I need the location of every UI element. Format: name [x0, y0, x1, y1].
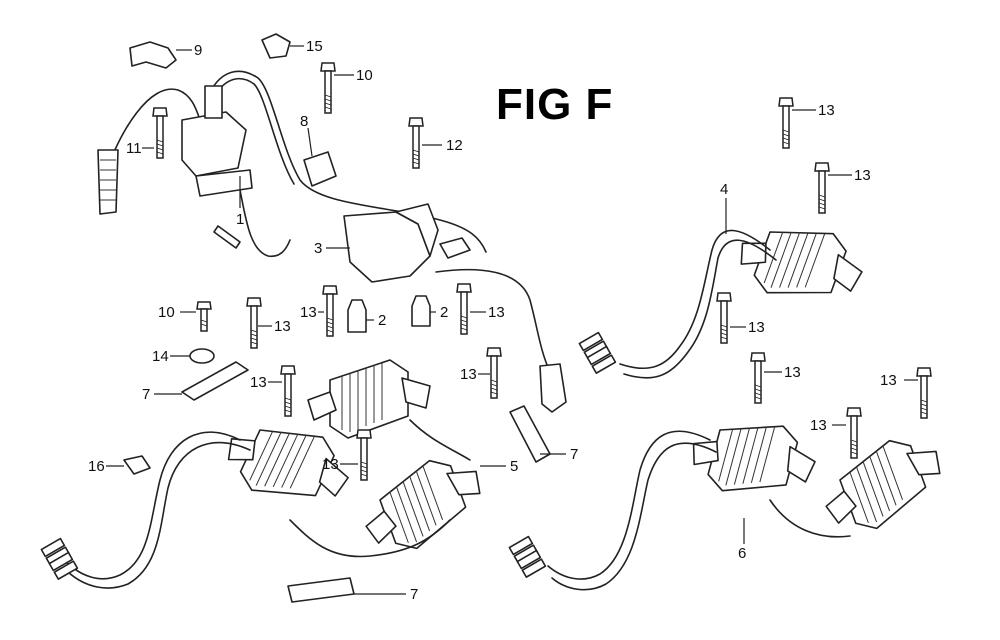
callout-9: 9	[194, 42, 202, 59]
callout-13-h: 13	[854, 167, 871, 184]
bolt-part-13-h	[814, 162, 830, 214]
callout-7-center: 7	[570, 446, 578, 463]
figure-title: FIG F	[496, 80, 614, 129]
right-bottom-assembly	[508, 292, 955, 591]
callout-13-f: 13	[322, 456, 339, 473]
callout-2-right: 2	[440, 304, 448, 321]
callout-13-l: 13	[880, 372, 897, 389]
bolt-part-13-g	[778, 97, 794, 149]
ignition-coil-bottom	[351, 446, 495, 563]
ignition-coil-center	[307, 359, 431, 439]
spark-plug-cap	[97, 149, 119, 215]
bolt-part-13-c	[456, 283, 472, 335]
plate-part-7-bottom	[287, 577, 355, 603]
callout-2-left: 2	[378, 312, 386, 329]
callout-3: 3	[314, 240, 322, 257]
washer-part-14	[189, 348, 215, 364]
callout-15: 15	[306, 38, 323, 55]
callout-13-b: 13	[300, 304, 317, 321]
callout-7-left: 7	[142, 386, 150, 403]
bolt-part-13-i	[716, 292, 732, 344]
callout-labels: 9 15 10 8 11 1 12 3 2 2 13 13 10 13 14 1…	[88, 38, 897, 603]
callout-13-d: 13	[250, 374, 267, 391]
clip-part-9	[129, 41, 177, 69]
bolt-part-13-e	[486, 347, 502, 399]
callout-13-k: 13	[810, 417, 827, 434]
bolt-part-12	[408, 117, 424, 169]
callout-14: 14	[152, 348, 169, 365]
callout-12: 12	[446, 137, 463, 154]
callout-1: 1	[236, 211, 244, 228]
callout-7-bottom: 7	[410, 586, 418, 603]
callout-13-a: 13	[274, 318, 291, 335]
callout-13-g: 13	[818, 102, 835, 119]
callout-8: 8	[300, 113, 308, 130]
right-top-assembly	[578, 97, 872, 379]
ignition-coil-right-top	[728, 204, 872, 322]
callout-4: 4	[720, 181, 728, 198]
callout-13-e: 13	[460, 366, 477, 383]
bolt-part-11	[152, 107, 168, 159]
bolt-part-10-top	[320, 62, 336, 114]
clip-part-15	[261, 33, 291, 59]
leader-lines	[106, 45, 918, 595]
spark-plug-cap-right	[539, 363, 567, 413]
callout-13-c: 13	[488, 304, 505, 321]
bolt-part-10-mid	[196, 301, 212, 332]
spacer-part-2-right	[411, 295, 431, 327]
bolt-part-13-d	[280, 365, 296, 417]
bolt-part-13-f	[356, 429, 372, 481]
callout-16: 16	[88, 458, 105, 475]
callout-10-mid: 10	[158, 304, 175, 321]
callout-5: 5	[510, 458, 518, 475]
ignition-coil-right-bottom-b	[811, 426, 955, 543]
ignition-coil-body	[181, 111, 247, 177]
middle-assembly	[40, 283, 551, 603]
callout-13-i: 13	[748, 319, 765, 336]
plate-part-7-left	[181, 361, 249, 401]
spacer-part-2-left	[347, 299, 367, 333]
callout-6: 6	[738, 545, 746, 562]
connector-part-8	[303, 151, 337, 187]
bolt-part-13-l	[916, 367, 932, 419]
bolt-part-13-b	[322, 285, 338, 337]
callout-13-j: 13	[784, 364, 801, 381]
clip-part-16	[123, 455, 151, 475]
ignition-coil-right-bottom-a	[682, 404, 823, 513]
bolt-part-13-a	[246, 297, 262, 349]
top-left-assembly	[97, 33, 567, 413]
callout-10: 10	[356, 67, 373, 84]
callout-11: 11	[126, 140, 142, 157]
bolt-part-13-j	[750, 352, 766, 404]
bolt-part-13-k	[846, 407, 862, 459]
